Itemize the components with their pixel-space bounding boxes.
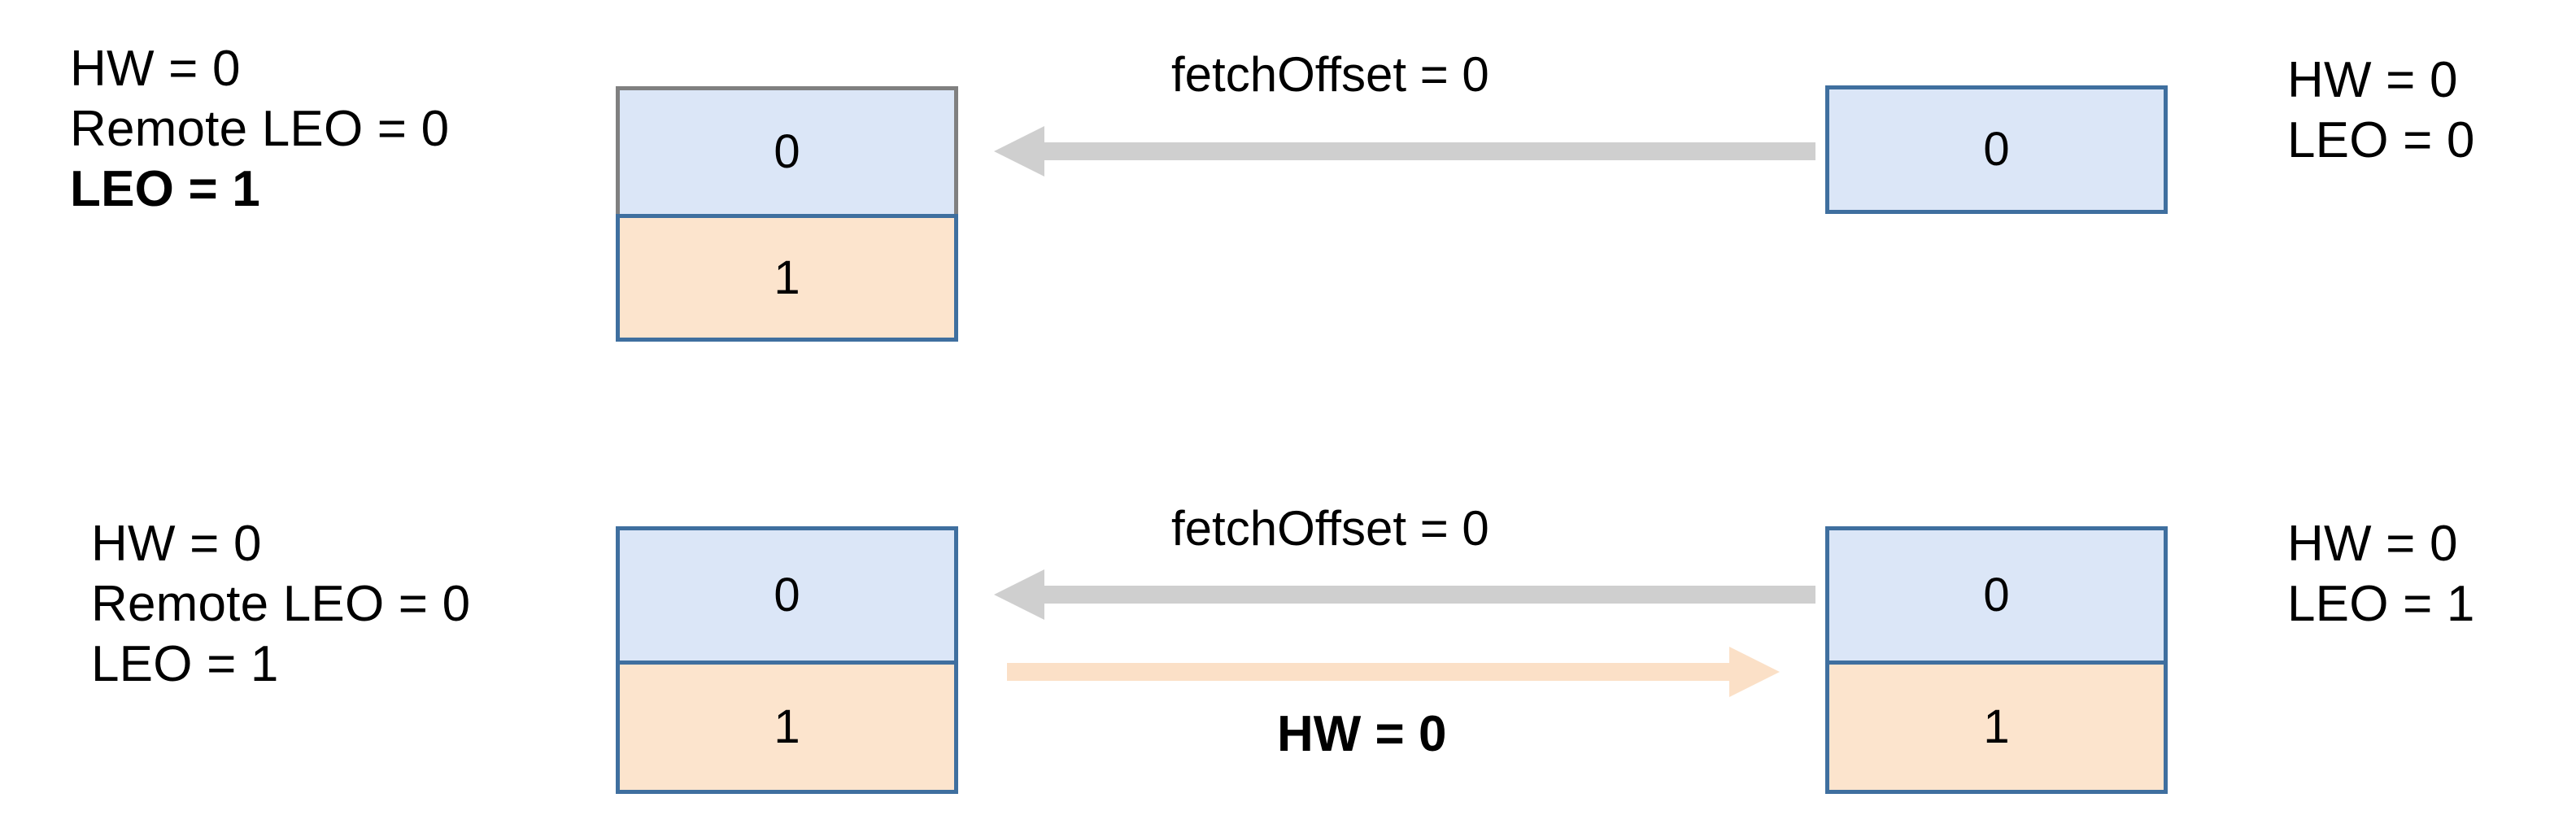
- leader-hw-label-top: HW = 0: [70, 41, 241, 97]
- follower-log-cell-offset-0-bottom: 0: [1825, 526, 2168, 661]
- leader-log-box-bottom: 0 1: [616, 526, 958, 794]
- leader-log-cell-offset-0-top: 0: [616, 86, 958, 214]
- leader-log-cell-value-bottom-1: 1: [774, 700, 800, 753]
- fetch-request-caption-top: fetchOffset = 0: [1171, 47, 1489, 102]
- follower-log-box-top: 0: [1825, 85, 2168, 214]
- follower-log-cell-value-top-0: 0: [1983, 123, 2010, 176]
- follower-log-cell-offset-1-bottom: 1: [1825, 661, 2168, 794]
- fetch-request-caption-bottom: fetchOffset = 0: [1171, 501, 1489, 556]
- follower-log-cell-offset-0-top: 0: [1825, 85, 2168, 214]
- follower-leo-label-top: LEO = 0: [2287, 112, 2475, 168]
- fetch-response-caption-bottom: HW = 0: [1277, 706, 1447, 762]
- leader-log-cell-value-top-0: 0: [774, 125, 800, 178]
- leader-state-labels-bottom: HW = 0 Remote LEO = 0 LEO = 1: [91, 514, 470, 695]
- leader-log-cell-offset-0-bottom: 0: [616, 526, 958, 661]
- leader-log-cell-value-bottom-0: 0: [774, 569, 800, 621]
- fetch-response-arrow-bottom: [1007, 647, 1780, 697]
- follower-log-box-bottom: 0 1: [1825, 526, 2168, 794]
- follower-state-labels-top: HW = 0 LEO = 0: [2287, 50, 2475, 171]
- leader-log-cell-value-top-1: 1: [774, 251, 800, 304]
- leader-log-cell-offset-1-bottom: 1: [616, 661, 958, 794]
- follower-hw-label-top: HW = 0: [2287, 52, 2458, 108]
- leader-remote-leo-label-bottom: Remote LEO = 0: [91, 576, 471, 632]
- leader-log-box-top: 0 1: [616, 86, 958, 342]
- leader-leo-label-bottom: LEO = 1: [91, 636, 279, 692]
- follower-leo-label-bottom: LEO = 1: [2287, 576, 2475, 632]
- follower-log-cell-value-bottom-1: 1: [1983, 700, 2010, 753]
- fetch-request-arrow-bottom: [994, 569, 1815, 620]
- follower-log-cell-value-bottom-0: 0: [1983, 569, 2010, 621]
- leader-remote-leo-label-top: Remote LEO = 0: [70, 101, 450, 157]
- leader-hw-label-bottom: HW = 0: [91, 516, 262, 572]
- leader-log-cell-offset-1-top: 1: [616, 214, 958, 342]
- fetch-request-arrow-top: [994, 126, 1815, 177]
- leader-state-labels-top: HW = 0 Remote LEO = 0 LEO = 1: [70, 39, 449, 220]
- follower-hw-label-bottom: HW = 0: [2287, 516, 2458, 572]
- follower-state-labels-bottom: HW = 0 LEO = 1: [2287, 514, 2475, 634]
- leader-leo-label-top: LEO = 1: [70, 161, 260, 217]
